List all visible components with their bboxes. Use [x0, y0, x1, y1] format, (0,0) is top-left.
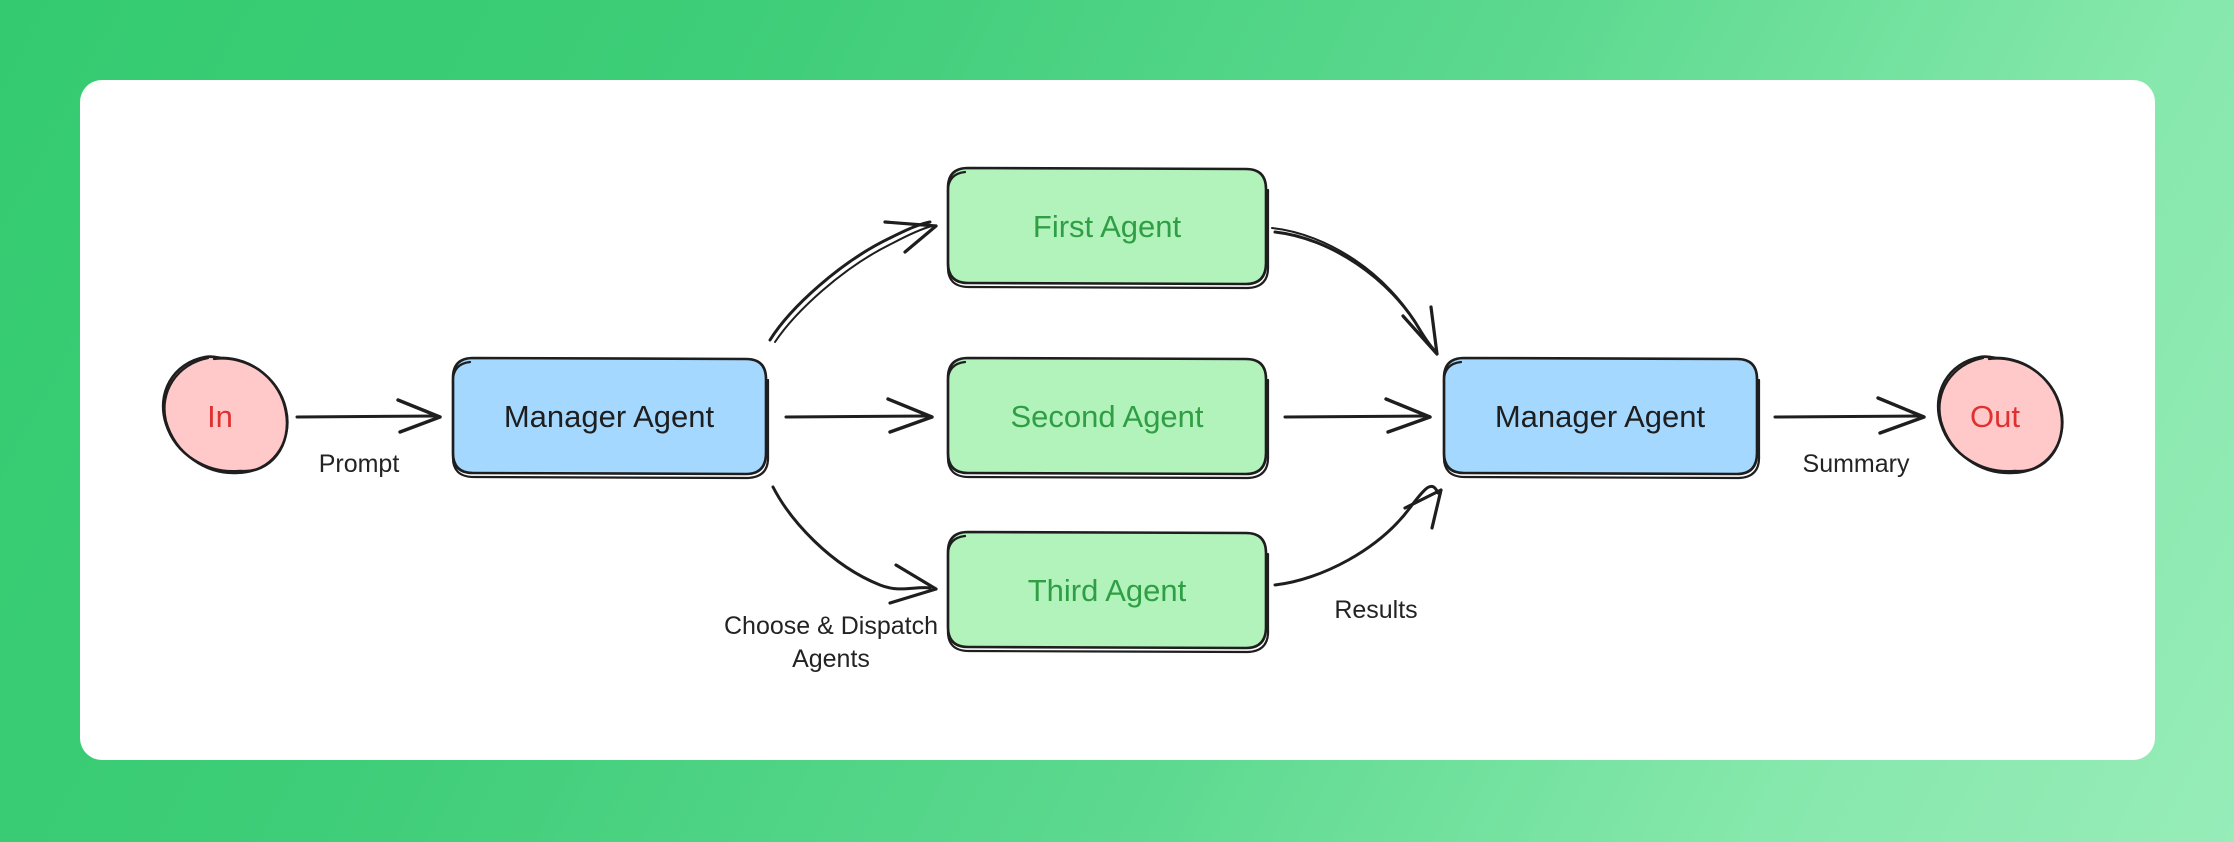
diagram-card [80, 80, 2155, 760]
